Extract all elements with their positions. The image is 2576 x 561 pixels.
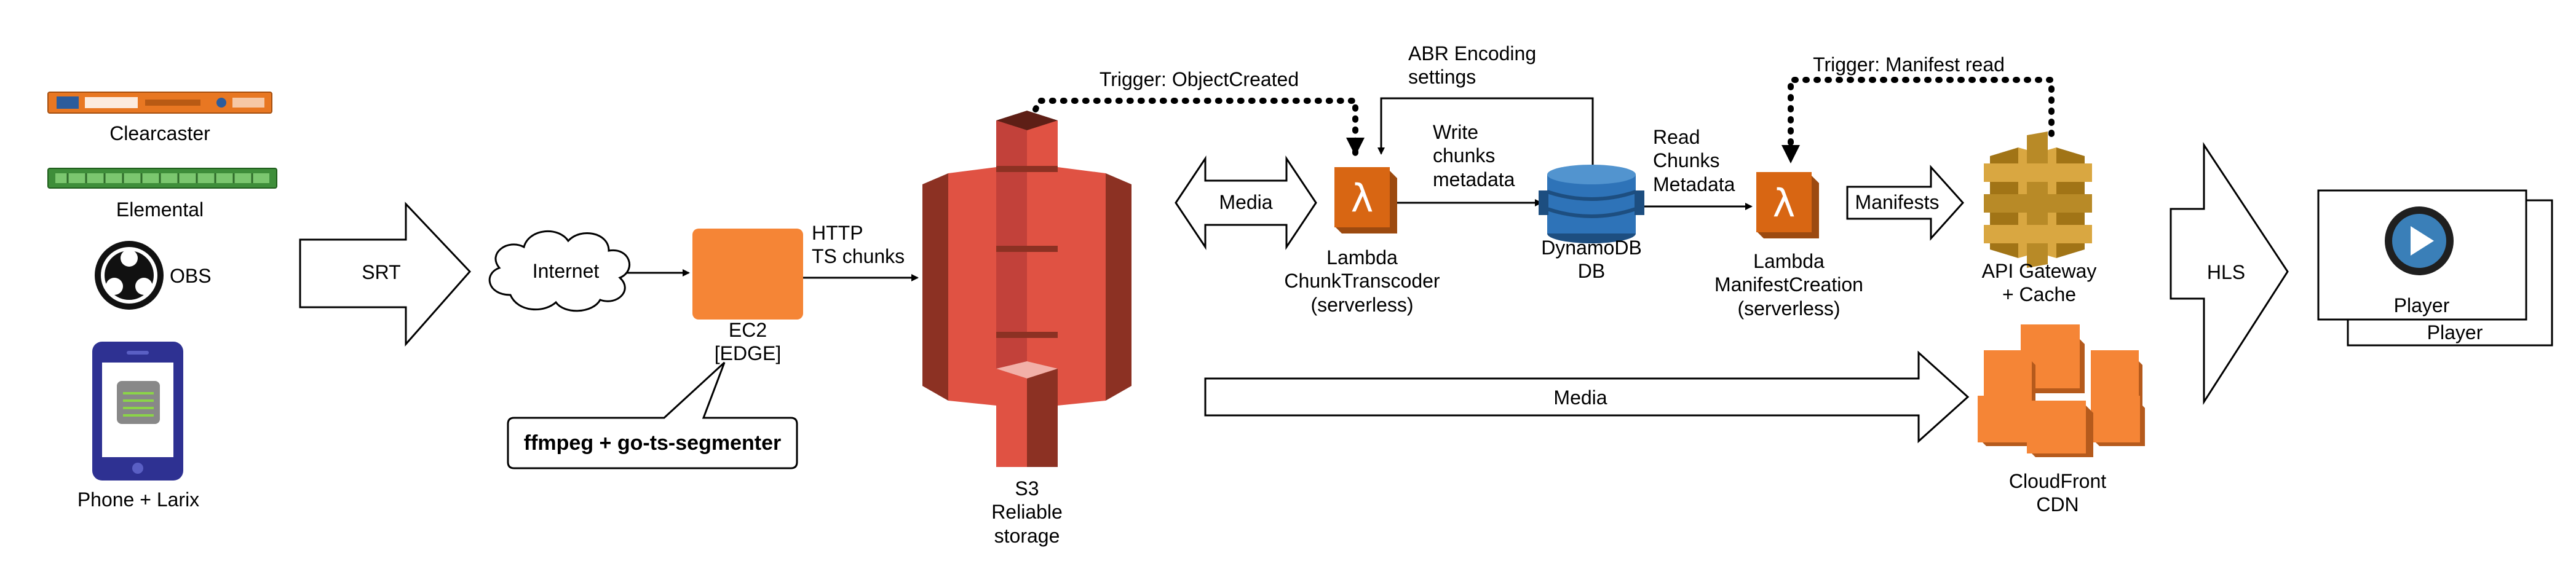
obs-label: OBS	[170, 265, 212, 287]
trigger-objectcreated-label: Trigger: ObjectCreated	[1099, 68, 1299, 90]
svg-text:λ: λ	[1773, 181, 1796, 226]
hls-block-arrow	[2170, 142, 2289, 406]
media-bottom-label: Media	[1553, 386, 1607, 409]
manifests-label: Manifests	[1855, 191, 1940, 213]
s3-label: S3 Reliable storage	[991, 477, 1063, 547]
hls-label: HLS	[2206, 261, 2246, 283]
internet-label: Internet	[532, 260, 600, 282]
phone-icon	[92, 342, 183, 481]
player-play-icon	[2385, 206, 2454, 275]
abr-settings-arrow	[1377, 97, 1594, 170]
phone-label: Phone + Larix	[77, 488, 200, 511]
media-double-arrow	[1175, 155, 1317, 250]
srt-block-arrow	[299, 202, 472, 347]
abr-encoding-label: ABR Encoding settings	[1408, 42, 1537, 88]
cloudfront-icon	[1978, 324, 2145, 457]
lambda-chunktranscoder-label: Lambda ChunkTranscoder (serverless)	[1284, 246, 1440, 316]
internet-cloud-icon	[488, 230, 631, 312]
ffmpeg-callout-text: ffmpeg + go-ts-segmenter	[523, 431, 782, 455]
ec2-label: EC2 [EDGE]	[714, 319, 782, 365]
player-back-label: Player	[2427, 321, 2483, 343]
dynamodb-icon	[1539, 165, 1644, 243]
clearcaster-label: Clearcaster	[109, 122, 210, 144]
svg-text:λ: λ	[1351, 176, 1374, 221]
media-bottom-block-arrow	[1204, 350, 1970, 444]
obs-logo-icon	[95, 241, 164, 310]
elemental-label: Elemental	[116, 198, 204, 221]
player-front-label: Player	[2393, 294, 2450, 316]
manifests-block-arrow	[1846, 165, 1965, 241]
cloudfront-label: CloudFront CDN	[2008, 470, 2107, 516]
http-ts-label: HTTP TS chunks	[812, 222, 905, 268]
read-chunks-label: Read Chunks Metadata	[1653, 126, 1735, 195]
write-chunks-label: Write chunks metadata	[1433, 121, 1515, 190]
clearcaster-device-icon	[47, 92, 272, 114]
lambda-manifestcreation-label: Lambda ManifestCreation (serverless)	[1714, 250, 1863, 320]
api-gateway-icon	[1984, 131, 2092, 268]
trigger-manifest-dotted-arrow	[1781, 77, 2055, 164]
lambda-chunktranscoder-icon: λ	[1334, 167, 1397, 233]
ec2-icon	[692, 229, 803, 320]
elemental-device-icon	[47, 168, 277, 189]
trigger-objectcreated-dotted-arrow	[1032, 98, 1365, 157]
dynamodb-label: DynamoDB DB	[1541, 237, 1642, 283]
s3-bucket-icon	[922, 111, 1131, 467]
api-gateway-label: API Gateway + Cache	[1981, 260, 2097, 306]
trigger-manifest-label: Trigger: Manifest read	[1813, 53, 2005, 76]
lambda-manifestcreation-icon: λ	[1756, 172, 1819, 238]
ffmpeg-callout-box	[507, 361, 798, 469]
srt-label: SRT	[362, 261, 401, 283]
media-left-label: Media	[1219, 191, 1273, 213]
